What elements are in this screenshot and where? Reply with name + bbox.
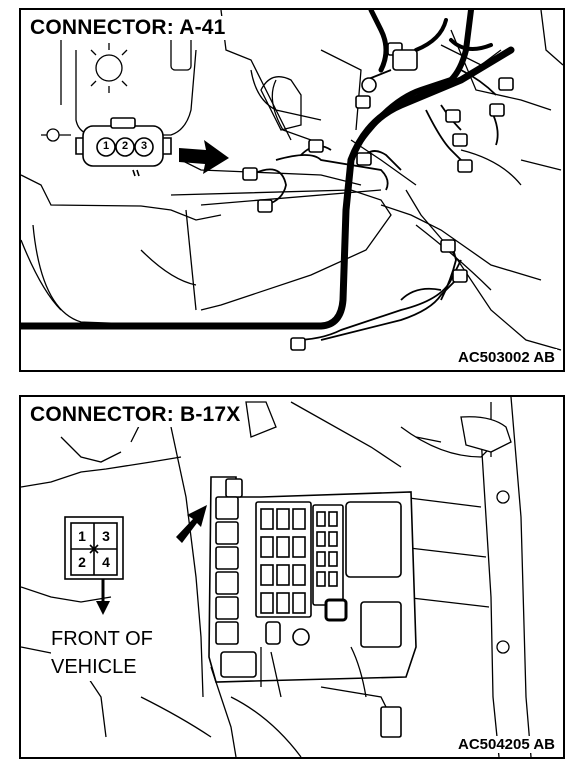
- figure-code-suffix: AB: [533, 736, 555, 753]
- connector-b17x-title: CONNECTOR: B-17X: [27, 403, 244, 427]
- connector-a41-title: CONNECTOR: A-41: [27, 16, 229, 40]
- figure-code-suffix: AB: [533, 349, 555, 366]
- connector-a41-face: [75, 117, 172, 177]
- pin-1-label: 1: [78, 528, 86, 544]
- connector-a41-panel: CONNECTOR: A-41 1 2 3 AC503002 AB: [19, 8, 565, 372]
- pointer-arrow: [179, 140, 229, 174]
- engine-bay-illustration: [21, 10, 563, 351]
- harness-connectors: [242, 42, 514, 351]
- front-label-line1: FRONT OF: [51, 628, 153, 650]
- front-of-vehicle-label: FRONT OF VEHICLE: [51, 625, 153, 681]
- relay-box: [208, 476, 417, 738]
- connector-b17x-panel: CONNECTOR: B-17X 1 3 2 4 FRONT OF VEHICL…: [19, 395, 565, 759]
- pin-3-label: 3: [102, 528, 110, 544]
- pin-2-label: 2: [78, 554, 86, 570]
- figure-code-number: AC504205: [457, 736, 530, 753]
- front-direction-arrow: [96, 579, 110, 615]
- figure-code-number: AC503002: [457, 349, 530, 366]
- pin-1-label: 1: [102, 140, 110, 152]
- wiring-harness: [21, 10, 515, 330]
- figure-code: AC504205 AB: [455, 736, 557, 753]
- pin-3-label: 3: [140, 140, 148, 152]
- front-label-line2: VEHICLE: [51, 656, 137, 678]
- connector-b17x-face: [64, 516, 124, 580]
- pin-2-label: 2: [121, 140, 129, 152]
- pin-4-label: 4: [102, 554, 110, 570]
- relay-box-illustration: [21, 397, 532, 757]
- pointer-arrow: [176, 505, 207, 543]
- figure-code: AC503002 AB: [455, 349, 557, 366]
